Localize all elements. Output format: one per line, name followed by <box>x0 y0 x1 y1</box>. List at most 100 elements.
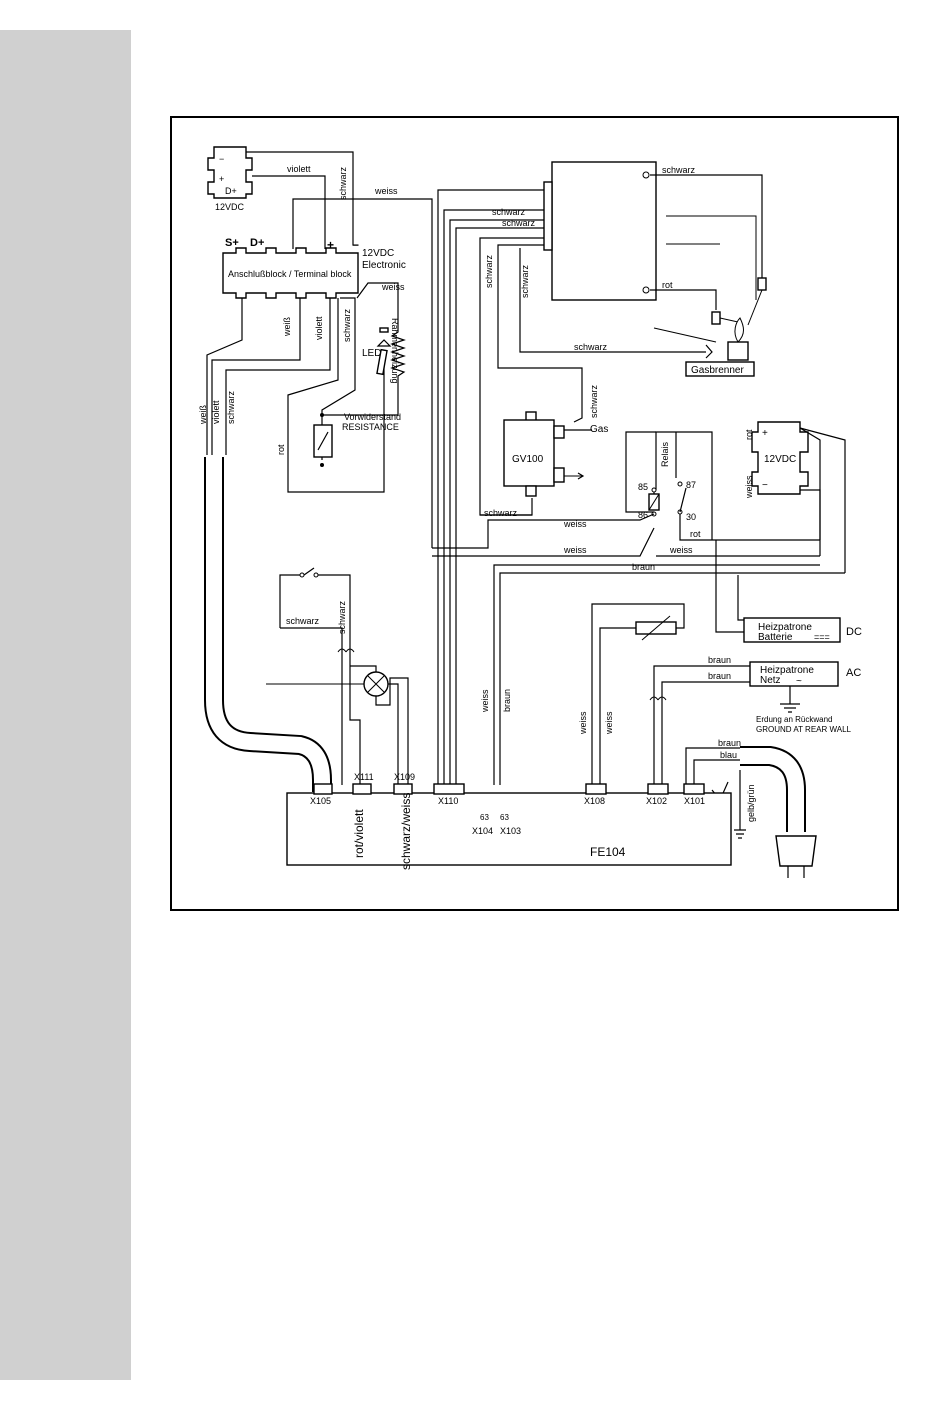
cable-weiss-label: weiß <box>198 404 208 425</box>
braun-ac2-label: braun <box>708 671 731 681</box>
x105-label: X105 <box>310 796 331 806</box>
rot-relay-label: rot <box>690 529 701 539</box>
ignition-unit: schwarz rot <box>543 161 767 326</box>
schwarz-sw2-label: schwarz <box>337 600 347 634</box>
12vdc-batt-label: 12VDC <box>764 454 796 465</box>
r85-label: 85 <box>638 482 648 492</box>
dc-label: DC <box>846 626 862 638</box>
n63a-label: 63 <box>480 813 489 822</box>
violett-top-label: violett <box>287 164 311 174</box>
electronic-label: Electronic <box>362 260 406 271</box>
schwarz-ign-bottom-label: schwarz <box>574 342 608 352</box>
d-plus-small-label: D+ <box>225 186 237 196</box>
schwarz-v2-label: schwarz <box>520 264 530 298</box>
blau-x101-label: blau <box>720 750 737 760</box>
diagram-frame <box>170 116 899 911</box>
terminal-wires: weiß violett schwarz weiss weiß violett … <box>198 282 405 493</box>
braun-x103-label: braun <box>502 689 512 712</box>
control-unit-fe104: X105 X111 X109 X110 X108 X102 X101 X104 … <box>286 772 732 870</box>
switch-lamp: schwarz schwarz <box>266 567 409 785</box>
n63b-label: 63 <box>500 813 509 822</box>
schwarz-gv-top-label: schwarz <box>589 384 599 418</box>
x101-label: X101 <box>684 796 705 806</box>
svg-text:−: − <box>219 154 224 164</box>
batterie-label: Batterie <box>758 632 793 643</box>
x104-label: X104 <box>472 826 493 836</box>
erdung-label: Erdung an Rückwand <box>756 715 833 724</box>
gas-burner: Gasbrenner <box>653 317 755 377</box>
vorwiderstand-label: Vorwiderstand <box>344 412 401 422</box>
12vdc-top-label: 12VDC <box>215 202 245 212</box>
heater-cartridge-dc: Heizpatrone Batterie === DC <box>743 617 862 643</box>
ac-label: AC <box>846 667 861 679</box>
gelb-gruen-label: gelb/grün <box>746 784 756 822</box>
schwarz-v-label: schwarz <box>342 308 352 342</box>
rot-left-label: rot <box>276 444 286 455</box>
batt-minus-label: − <box>762 480 768 491</box>
weiss-x108b-label: weiss <box>604 711 614 735</box>
relay: Relais 85 87 86 30 rot <box>625 431 820 541</box>
cable-schwarz-label: schwarz <box>226 390 236 424</box>
schwarz-ign2-label: schwarz <box>502 218 536 228</box>
svg-text:+: + <box>219 174 224 184</box>
cable-violett-label: violett <box>211 400 221 424</box>
gas-label: Gas <box>590 424 608 435</box>
terminal-block: S+ D+ + − Anschlußblock / Terminal block… <box>222 237 406 299</box>
braun-ac1-label: braun <box>708 655 731 665</box>
weiss-top-label: weiss <box>374 186 398 196</box>
schwarz-ign-right-label: schwarz <box>662 165 696 175</box>
rot-violett-label: rot/violett <box>352 809 366 858</box>
x109-label: X109 <box>394 772 415 782</box>
connector-12vdc-top: − + D+ 12VDC <box>207 146 253 212</box>
weiss-r1-label: weiss <box>563 519 587 529</box>
batt-plus-label: + <box>762 428 768 439</box>
x108-label: X108 <box>584 796 605 806</box>
svg-text:~: ~ <box>796 676 802 687</box>
x110-label: X110 <box>438 796 458 806</box>
resistance-label: RESISTANCE <box>342 422 399 432</box>
weiss-x104-label: weiss <box>480 689 490 713</box>
top-wires: violett schwarz weiss <box>246 151 433 548</box>
braun-r-label: braun <box>632 562 655 572</box>
mains-connection: braun blau gelb/grün <box>685 738 817 878</box>
schwarz-ign1-label: schwarz <box>492 207 526 217</box>
braun-x101-label: braun <box>718 738 741 748</box>
r86-label: 86 <box>638 510 648 520</box>
s-plus-label: S+ <box>225 237 239 249</box>
ground-label: GROUND AT REAR WALL <box>756 725 852 734</box>
weiss-r3-label: weiss <box>669 545 693 555</box>
weiss-v-label: weiß <box>282 316 292 337</box>
d-plus-label: D+ <box>250 237 264 249</box>
relay-bus-wires: weiss weiss weiss braun <box>432 513 845 785</box>
weiss-batt-label: weiss <box>744 475 754 499</box>
schwarz-top-label: schwarz <box>338 166 348 200</box>
schwarz-sw1-label: schwarz <box>286 616 320 626</box>
rahmenheizung-label: Rahmenheizung <box>390 318 400 384</box>
heater-cartridge-ac: Heizpatrone Netz ~ AC braun braun Erdung… <box>649 655 861 785</box>
heizpatrone-dc-label: Heizpatrone <box>758 622 812 633</box>
relais-label: Relais <box>660 441 670 467</box>
weiss-led-label: weiss <box>381 282 405 292</box>
rot-batt-label: rot <box>744 429 754 440</box>
r87-label: 87 <box>686 480 696 490</box>
schwarz-v1-label: schwarz <box>484 254 494 288</box>
main-cable <box>204 457 332 792</box>
svg-text:===: === <box>814 632 830 642</box>
plus-label: + <box>327 238 334 252</box>
connector-12vdc-battery: + − 12VDC rot weiss <box>744 421 846 573</box>
x102-label: X102 <box>646 796 667 806</box>
led-label: LED <box>362 348 381 359</box>
gasbrenner-label: Gasbrenner <box>691 365 744 376</box>
terminal-block-label: Anschlußblock / Terminal block <box>228 269 352 279</box>
fe104-label: FE104 <box>590 845 626 859</box>
gas-valve-gv100: Gas GV100 schwarz <box>480 411 608 518</box>
rot-ign-label: rot <box>662 280 673 290</box>
weiss-x108a-label: weiss <box>578 711 588 735</box>
ignition-wires: schwarz schwarz schwarz schwarz schwarz … <box>437 189 706 785</box>
x111-label: X111 <box>354 772 374 782</box>
netz-label: Netz <box>760 675 781 686</box>
x104-x103-wire-labels: weiss braun <box>480 689 512 713</box>
schwarz-gv-bottom-label: schwarz <box>484 508 518 518</box>
page-margin-strip <box>0 30 131 1380</box>
